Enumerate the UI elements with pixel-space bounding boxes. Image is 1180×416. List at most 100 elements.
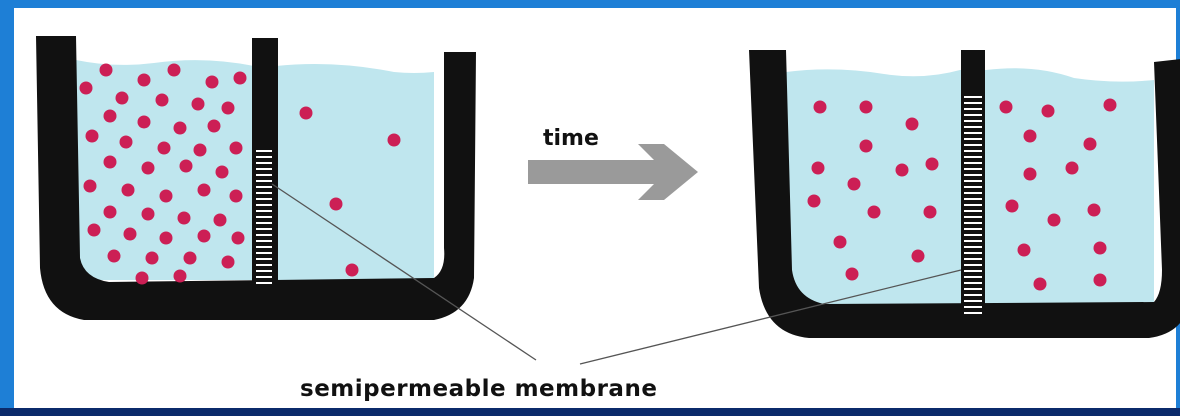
solute-particle xyxy=(232,232,245,245)
solute-particle xyxy=(848,178,861,191)
solute-particle xyxy=(142,208,155,221)
membrane-pore xyxy=(256,234,272,236)
solute-particle xyxy=(1000,101,1013,114)
membrane-pore xyxy=(964,288,982,290)
solute-particle xyxy=(138,116,151,129)
membrane-before xyxy=(252,38,278,290)
solute-particle xyxy=(230,142,243,155)
beaker-before xyxy=(36,36,476,320)
membrane-pore xyxy=(964,312,982,314)
solute-particle xyxy=(860,140,873,153)
membrane-pore xyxy=(964,258,982,260)
solute-particle xyxy=(80,82,93,95)
time-arrow xyxy=(528,144,698,200)
membrane-pore xyxy=(256,174,272,176)
solute-particle xyxy=(834,236,847,249)
membrane-pore xyxy=(964,162,982,164)
membrane-pore xyxy=(256,282,272,284)
solute-particle xyxy=(158,142,171,155)
solute-particle xyxy=(234,72,247,85)
solute-particle xyxy=(1024,168,1037,181)
membrane-pore xyxy=(964,222,982,224)
membrane-after xyxy=(961,50,985,322)
solute-particle xyxy=(104,156,117,169)
solute-particle xyxy=(208,120,221,133)
membrane-pore xyxy=(256,168,272,170)
membrane-pore xyxy=(964,114,982,116)
membrane-pore xyxy=(256,204,272,206)
membrane-pore xyxy=(964,144,982,146)
time-label: time xyxy=(543,126,599,151)
solute-particle xyxy=(1066,162,1079,175)
membrane-pore xyxy=(964,246,982,248)
membrane-pore xyxy=(964,240,982,242)
membrane-pore xyxy=(256,192,272,194)
solute-particle xyxy=(868,206,881,219)
solute-particle xyxy=(814,101,827,114)
membrane-pore xyxy=(256,228,272,230)
solute-particle xyxy=(1094,274,1107,287)
solute-particle xyxy=(194,144,207,157)
membrane-pore xyxy=(256,186,272,188)
membrane-pore xyxy=(964,282,982,284)
solute-particle xyxy=(100,64,113,77)
solute-particle xyxy=(812,162,825,175)
membrane-pore xyxy=(964,252,982,254)
solute-particle xyxy=(346,264,359,277)
solute-particle xyxy=(124,228,137,241)
membrane-pore xyxy=(964,294,982,296)
solute-particle xyxy=(136,272,149,285)
membrane-pore xyxy=(256,276,272,278)
solute-particle xyxy=(330,198,343,211)
membrane-pore xyxy=(256,258,272,260)
solute-particle xyxy=(1094,242,1107,255)
solute-particle xyxy=(1048,214,1061,227)
solute-particle xyxy=(138,74,151,87)
solute-particle xyxy=(926,158,939,171)
solute-particle xyxy=(846,268,859,281)
beaker-after xyxy=(749,50,1180,338)
solute-particle xyxy=(86,130,99,143)
membrane-pore xyxy=(256,270,272,272)
membrane-pore xyxy=(256,216,272,218)
membrane-pore xyxy=(256,162,272,164)
solute-particle xyxy=(222,256,235,269)
solute-particle xyxy=(216,166,229,179)
membrane-pore xyxy=(964,180,982,182)
membrane-pore xyxy=(256,222,272,224)
membrane-pore xyxy=(964,138,982,140)
membrane-pore xyxy=(964,264,982,266)
membrane-pore xyxy=(964,306,982,308)
solute-particle xyxy=(160,190,173,203)
membrane-pore xyxy=(964,156,982,158)
solute-particle xyxy=(222,102,235,115)
membrane-pore xyxy=(964,270,982,272)
membrane-pore xyxy=(256,198,272,200)
solute-particle xyxy=(1104,99,1117,112)
solute-particle xyxy=(1018,244,1031,257)
membrane-pore xyxy=(964,108,982,110)
solute-particle xyxy=(1006,200,1019,213)
solute-particle xyxy=(184,252,197,265)
membrane-caption: semipermeable membrane xyxy=(300,376,657,402)
membrane-pore xyxy=(964,198,982,200)
solute-particle xyxy=(388,134,401,147)
solute-particle xyxy=(174,122,187,135)
membrane-pore xyxy=(256,246,272,248)
solute-particle xyxy=(84,180,97,193)
solute-particle xyxy=(1088,204,1101,217)
membrane-pore xyxy=(964,168,982,170)
membrane-pore xyxy=(256,252,272,254)
membrane-pore xyxy=(256,240,272,242)
solute-particle xyxy=(1042,105,1055,118)
membrane-pore xyxy=(964,228,982,230)
membrane-pore xyxy=(964,186,982,188)
membrane-pore xyxy=(256,156,272,158)
solute-particle xyxy=(104,206,117,219)
membrane-pore xyxy=(964,96,982,98)
solute-particle xyxy=(230,190,243,203)
solute-particle xyxy=(896,164,909,177)
membrane-pore xyxy=(256,150,272,152)
solute-particle xyxy=(180,160,193,173)
solute-particle xyxy=(206,76,219,89)
